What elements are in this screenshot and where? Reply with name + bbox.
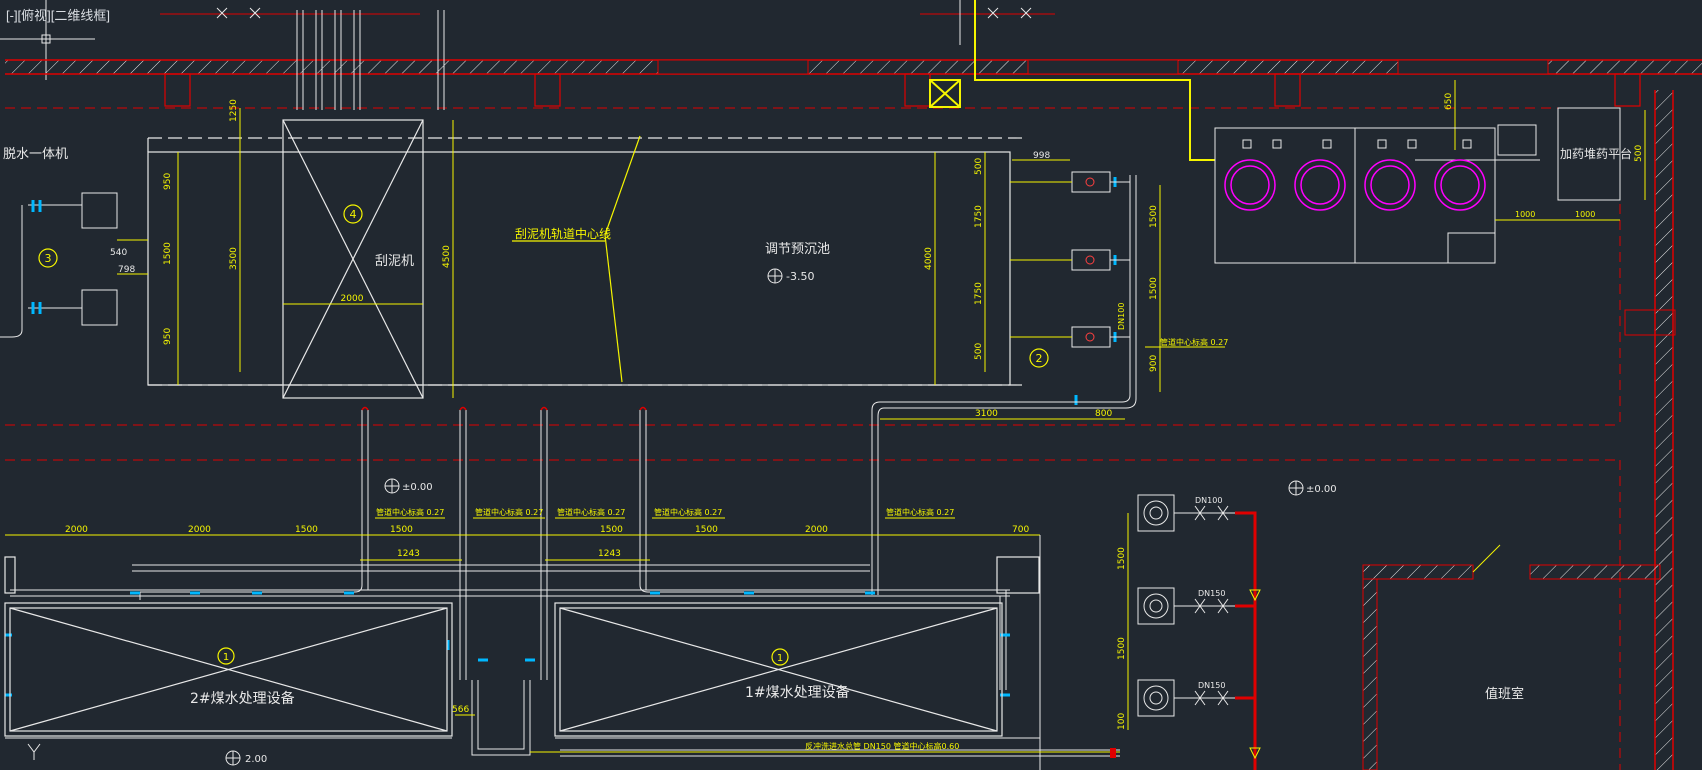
vertical-dimensions	[177, 80, 1646, 398]
dim-998: 998	[1033, 151, 1050, 161]
regulating-tank	[147, 137, 1025, 386]
dim-right-100: 100	[1117, 713, 1127, 730]
device-1-label: 1#煤水处理设备	[745, 684, 850, 701]
dim-right-1500-a: 1500	[1117, 547, 1127, 570]
duty-room-walls	[1362, 544, 1661, 770]
regulating-tank-label: 调节预沉池	[765, 242, 830, 257]
pipe-label-dn100: DN100	[1195, 496, 1222, 505]
dosing-tanks	[1224, 159, 1486, 211]
dim-bottom-700: 700	[1012, 525, 1029, 535]
dim-scraper-width: 2000	[341, 294, 364, 304]
dim-1750-r2: 1500	[1149, 277, 1159, 300]
dim-1000-b: 1000	[1575, 210, 1595, 219]
elevation-zero-right: ±0.00	[1306, 484, 1337, 495]
distribution-pipes	[10, 410, 1120, 757]
elevation-zero-left: ±0.00	[402, 482, 433, 493]
dim-1500-left: 1500	[163, 242, 173, 265]
dosing-platform-label: 加药堆药平台	[1560, 146, 1632, 161]
dim-bottom-2000-b: 2000	[188, 525, 211, 535]
dim-500-right: 500	[1634, 145, 1644, 162]
tank-elevation: -3.50	[786, 270, 814, 283]
pipe-note-2: 管道中心标高 0.27	[475, 507, 543, 517]
device-2-label: 2#煤水处理设备	[190, 690, 295, 707]
dim-900: 900	[1149, 355, 1159, 372]
dim-1750-a: 1750	[974, 205, 984, 228]
duty-room-label: 值班室	[1485, 686, 1524, 702]
top-wall	[5, 59, 1702, 107]
pipe-note-3: 管道中心标高 0.27	[557, 507, 625, 517]
callout-1-device-1: 1	[777, 653, 783, 664]
dim-650: 650	[1444, 93, 1454, 110]
dim-1250: 1250	[229, 99, 239, 122]
dim-798: 798	[118, 265, 135, 275]
pipe-note-4: 管道中心标高 0.27	[654, 507, 722, 517]
dim-1000-a: 1000	[1515, 210, 1535, 219]
ucs-icon	[27, 743, 41, 760]
dewater-unit-label: 脱水一体机	[3, 147, 68, 162]
callout-3: 3	[45, 252, 52, 265]
dim-bottom-1500-d: 1500	[695, 525, 718, 535]
top-vertical-pipes	[296, 10, 445, 110]
dim-bottom-1500-b: 1500	[390, 525, 413, 535]
mud-scraper-label: 刮泥机	[375, 254, 414, 269]
dim-1243-b: 1243	[598, 549, 621, 559]
track-centerline-label: 刮泥机轨道中心线	[515, 226, 611, 241]
dim-right-1500-b: 1500	[1117, 637, 1127, 660]
dim-3100: 3100	[975, 409, 998, 419]
callout-4: 4	[350, 208, 357, 221]
dim-500-bottom: 500	[974, 343, 984, 360]
dim-4500: 4500	[442, 245, 452, 268]
dim-bottom-2000-a: 2000	[65, 525, 88, 535]
dim-1750-b: 1750	[974, 282, 984, 305]
dim-566: 566	[452, 705, 469, 715]
dim-1243-a: 1243	[397, 549, 420, 559]
dim-950-top: 950	[163, 173, 173, 190]
dim-4000: 4000	[924, 247, 934, 270]
dim-950-bottom: 950	[163, 328, 173, 345]
right-wall	[1624, 90, 1676, 770]
device-2-outline	[4, 602, 453, 737]
pipe-label-dn150-a: DN150	[1198, 589, 1225, 598]
callout-1-device-2: 1	[223, 652, 229, 663]
mud-scraper-box	[282, 119, 424, 399]
yellow-guide-line	[929, 0, 1215, 161]
dim-bottom-1500-a: 1500	[295, 525, 318, 535]
pipe-note-bottom: 反冲洗进水总管 DN150 管道中心标高0.60	[805, 741, 959, 751]
tank-pipe-note: 管道中心标高 0.27	[1160, 337, 1228, 347]
elevation-bottom: 2.00	[245, 754, 267, 765]
pipe-dn100-vertical: DN100	[1117, 303, 1126, 330]
dosing-equipment	[1214, 107, 1621, 264]
viewport-controls-label[interactable]: [-][俯视][二维线框]	[6, 8, 111, 23]
top-markers	[160, 7, 1055, 19]
dim-500-top: 500	[974, 158, 984, 175]
tank-pumps	[1010, 171, 1111, 348]
dim-bottom-2000-c: 2000	[805, 525, 828, 535]
device-1-outline	[4, 556, 1040, 737]
dewater-unit	[0, 192, 148, 338]
treatment-dimensions	[5, 534, 1040, 716]
pipe-note-5: 管道中心标高 0.27	[886, 507, 954, 517]
dim-800: 800	[1095, 409, 1112, 419]
callout-2: 2	[1036, 352, 1043, 365]
dim-540: 540	[110, 248, 127, 258]
dim-bottom-1500-c: 1500	[600, 525, 623, 535]
pipe-label-dn150-b: DN150	[1198, 681, 1225, 690]
dim-1750-r1: 1500	[1149, 205, 1159, 228]
dim-3500: 3500	[229, 247, 239, 270]
pipe-note-1: 管道中心标高 0.27	[376, 507, 444, 517]
